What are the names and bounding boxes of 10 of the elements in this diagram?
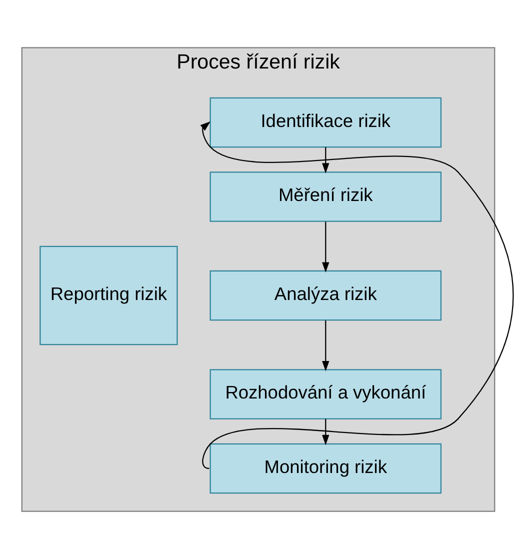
node-box: Reporting rizik [40,245,178,345]
node-box: Měření rizik [210,171,442,222]
node-box: Identifikace rizik [210,96,442,148]
node-box: Rozhodování a vykonání [210,368,442,419]
node-box: Monitoring rizik [210,442,442,494]
arrow [322,418,330,445]
arrow [322,320,330,371]
arrow [322,221,330,272]
arrow [322,146,330,173]
node-box: Analýza rizik [210,270,442,320]
